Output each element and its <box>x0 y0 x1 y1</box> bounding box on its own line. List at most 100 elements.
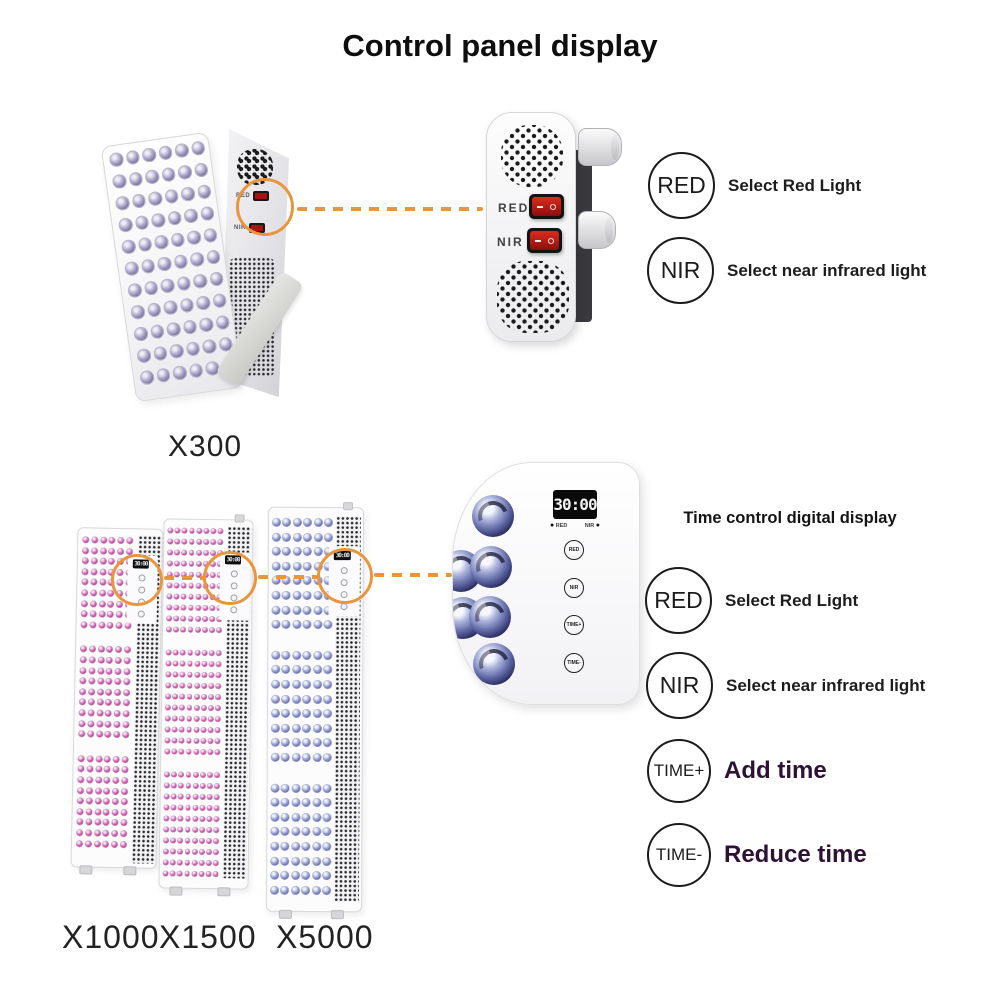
rocker-dash-icon <box>535 239 541 242</box>
led-dot <box>202 593 209 600</box>
led-dot <box>77 754 85 763</box>
led-dot <box>114 688 122 696</box>
led-dot <box>140 258 156 274</box>
led-dot <box>203 538 210 545</box>
led-dot <box>301 738 312 748</box>
led-dot <box>196 538 202 545</box>
led-dot <box>202 227 218 243</box>
led-dot <box>323 650 333 660</box>
led-dot <box>280 827 290 837</box>
led-dot <box>88 666 96 675</box>
led-dot <box>76 797 84 805</box>
led-dot <box>312 812 322 822</box>
led-dot <box>108 536 116 544</box>
led-dot <box>126 282 143 298</box>
led-dot <box>271 532 281 542</box>
led-dot <box>193 748 199 755</box>
led-dot <box>124 149 141 165</box>
led-dot <box>281 665 291 675</box>
led-dot <box>78 719 86 727</box>
time-minus-button: TIME- <box>564 653 584 673</box>
big-led <box>472 495 514 537</box>
led-dot <box>312 709 322 719</box>
led-dot <box>271 517 282 527</box>
led-dot <box>183 208 199 224</box>
led-dot <box>105 699 113 707</box>
led-dot <box>323 694 333 704</box>
led-dot <box>292 620 302 630</box>
led-dot <box>143 280 159 296</box>
led-dot <box>98 578 107 587</box>
led-dot <box>201 338 217 354</box>
led-dot <box>163 826 170 833</box>
led-dot <box>302 605 312 615</box>
led-dot <box>86 776 94 784</box>
callout-time-minus: TIME- Reduce time <box>647 823 867 887</box>
led-dot <box>78 730 86 738</box>
led-dot <box>181 538 188 545</box>
led-dot <box>185 804 191 811</box>
led-dot <box>90 578 98 586</box>
led-dot <box>312 723 322 733</box>
led-dot <box>199 837 205 844</box>
page-title: Control panel display <box>342 28 658 63</box>
led-dot <box>206 849 212 855</box>
led-dot <box>114 195 130 211</box>
led-dot <box>302 650 312 660</box>
led-dot <box>302 723 312 733</box>
led-dot <box>205 249 221 265</box>
led-dot <box>177 804 184 811</box>
led-dot <box>280 885 290 895</box>
led-dot <box>103 766 111 774</box>
led-dot <box>187 649 194 656</box>
led-dot <box>165 649 172 656</box>
led-dot <box>144 169 160 185</box>
led-dot <box>282 547 292 557</box>
led-dot <box>120 238 137 255</box>
led-dot <box>212 871 219 877</box>
led-dot <box>122 720 130 728</box>
led-dot <box>87 698 95 706</box>
led-dot <box>107 610 115 619</box>
led-dot <box>191 859 198 866</box>
led-dot <box>215 672 222 679</box>
nir-button: NIR <box>564 578 584 598</box>
led-dot <box>185 341 201 357</box>
led-dot <box>199 793 206 800</box>
led-dot <box>88 645 96 653</box>
led-dot <box>302 547 313 557</box>
led-dot <box>178 782 185 789</box>
led-dot <box>177 164 193 180</box>
led-dot <box>182 319 198 335</box>
led-dot <box>170 848 176 855</box>
led-dot <box>281 694 291 704</box>
led-dot <box>171 365 188 381</box>
led-dot <box>302 709 312 719</box>
led-dot <box>270 812 280 822</box>
led-dot <box>178 748 185 755</box>
led-dot <box>80 599 89 607</box>
big-led <box>473 643 515 685</box>
x300-nir-switch-label: NIR <box>234 225 246 231</box>
led-dot <box>192 815 199 822</box>
led-dot <box>208 661 215 667</box>
led-dot <box>291 827 301 837</box>
led-dot <box>173 142 190 158</box>
led-dot <box>198 316 214 333</box>
x300-dashed-connector <box>297 207 483 211</box>
led-dot <box>188 362 204 379</box>
led-dot <box>211 292 227 309</box>
led-dot <box>214 727 221 734</box>
led-dot <box>84 839 92 848</box>
led-dot <box>179 715 186 722</box>
led-dot <box>189 251 205 267</box>
led-dot <box>97 656 105 664</box>
led-dot <box>164 715 171 722</box>
led-dot <box>89 610 97 618</box>
led-dot <box>202 615 209 622</box>
led-dot <box>85 797 93 805</box>
led-dot <box>79 688 87 696</box>
tower-foot <box>79 865 93 875</box>
indicator-dot-icon: ● <box>550 522 555 529</box>
led-dot <box>93 829 101 837</box>
